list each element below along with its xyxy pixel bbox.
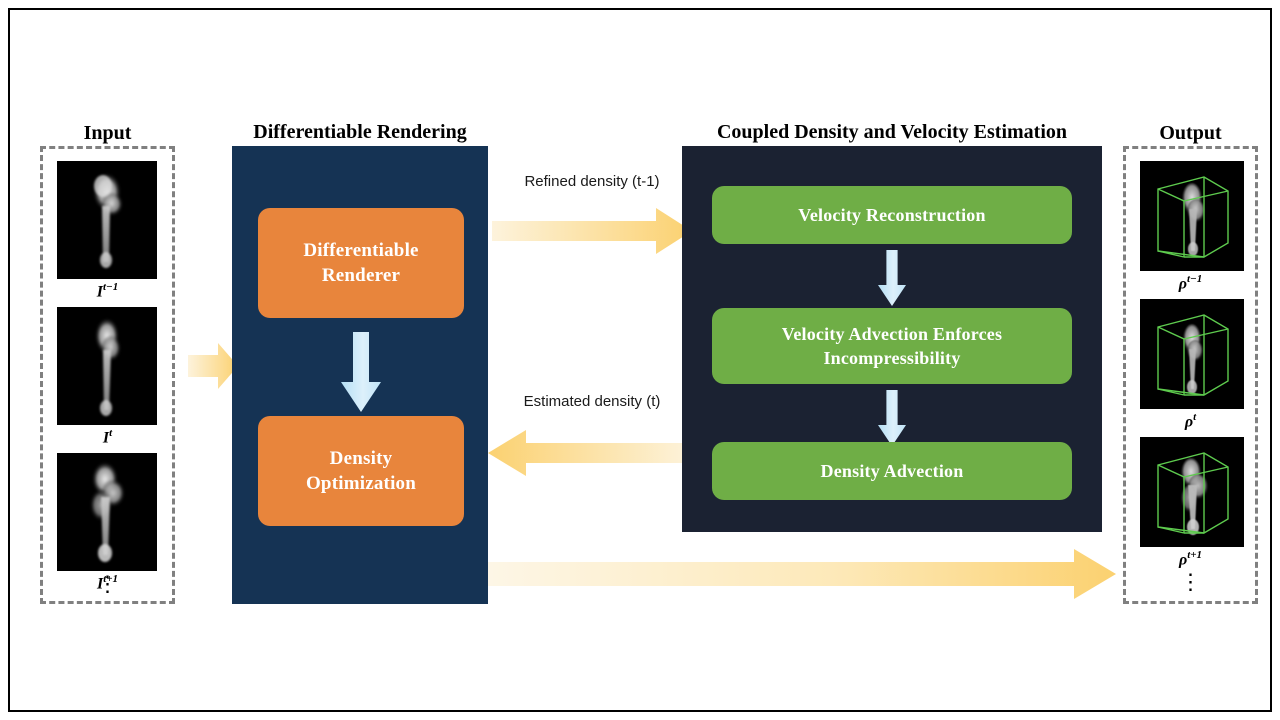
output-frame-0 <box>1140 161 1244 271</box>
smoke-plume-icon <box>95 318 121 416</box>
volume-wireframe-icon <box>1157 314 1229 396</box>
arrow-input-to-rendering <box>188 343 238 389</box>
node-density-optimization-line2: Optimization <box>305 473 417 494</box>
arrow-estimated-density <box>488 430 692 476</box>
input-frame-2-caption: It+1 <box>96 573 119 593</box>
arrow-rendering-to-output <box>488 549 1116 599</box>
node-velocity-reconstruction-line1: Velocity Reconstruction <box>798 204 986 225</box>
figure-frame: Input It−1 <box>8 8 1272 712</box>
node-differentiable-renderer-line2: Renderer <box>321 265 401 286</box>
volume-wireframe-icon <box>1157 176 1229 258</box>
node-density-optimization[interactable]: Density Optimization <box>258 416 464 526</box>
node-density-optimization-line1: Density <box>329 447 393 469</box>
output-frame-1-caption: ρt <box>1184 411 1197 431</box>
output-title: Output <box>1159 122 1222 144</box>
node-velocity-reconstruction[interactable]: Velocity Reconstruction <box>712 186 1072 244</box>
node-velocity-advection-line2: Incompressibility <box>823 348 961 368</box>
node-density-advection[interactable]: Density Advection <box>712 442 1072 500</box>
stage-rendering-title: Differentiable Rendering <box>253 121 467 143</box>
label-estimated-density: Estimated density (t) <box>523 393 661 410</box>
input-frame-0 <box>57 161 157 279</box>
output-group: ρt−1 ρt <box>1123 146 1258 604</box>
node-density-advection-line1: Density Advection <box>820 460 964 481</box>
smoke-plume-icon <box>90 462 125 562</box>
input-group: It−1 It It+1 ⋮ <box>40 146 175 604</box>
output-ellipsis: ⋮ <box>1179 569 1202 594</box>
output-frame-2 <box>1140 437 1244 547</box>
input-frame-1 <box>57 307 157 425</box>
stage-rendering-panel: Differentiable Renderer Density Optimiza… <box>232 146 488 604</box>
arrow-down-estimation-1 <box>878 250 906 306</box>
label-refined-density: Refined density (t-1) <box>524 173 660 190</box>
smoke-plume-icon <box>93 173 123 268</box>
node-velocity-advection-line1: Velocity Advection Enforces <box>781 323 1003 344</box>
node-differentiable-renderer[interactable]: Differentiable Renderer <box>258 208 464 318</box>
arrow-refined-density <box>492 208 692 254</box>
stage-estimation-panel: Velocity Reconstruction Velocity Advecti… <box>682 146 1102 532</box>
input-frame-1-caption: It <box>102 427 113 447</box>
input-ellipsis: ⋮ <box>96 571 119 596</box>
arrow-down-rendering <box>341 332 381 412</box>
output-frame-0-caption: ρt−1 <box>1178 273 1203 293</box>
input-frame-0-caption: It−1 <box>96 281 119 301</box>
node-velocity-advection[interactable]: Velocity Advection Enforces Incompressib… <box>712 308 1072 384</box>
stage-estimation-title: Coupled Density and Velocity Estimation <box>716 121 1068 143</box>
output-frame-1 <box>1140 299 1244 409</box>
input-title: Input <box>83 122 132 144</box>
arrow-down-estimation-2 <box>878 390 906 446</box>
input-frame-2 <box>57 453 157 571</box>
volume-wireframe-icon <box>1157 452 1229 535</box>
node-differentiable-renderer-line1: Differentiable <box>303 239 419 261</box>
output-frame-2-caption: ρt+1 <box>1178 549 1203 569</box>
